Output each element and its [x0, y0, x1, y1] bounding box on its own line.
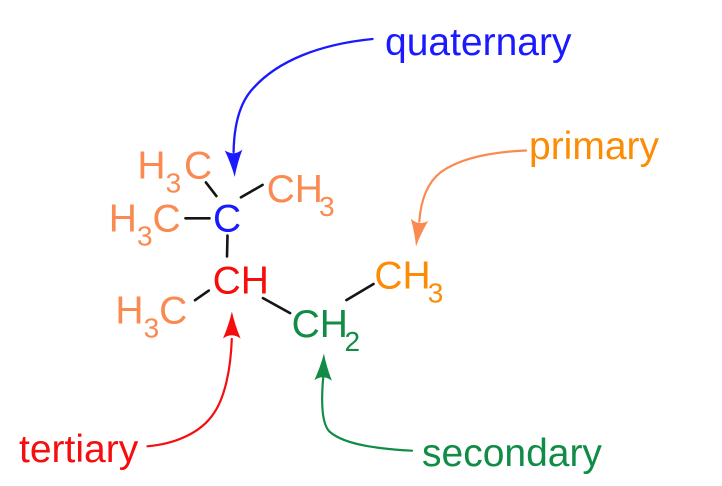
svg-text:quaternary: quaternary	[385, 21, 572, 64]
svg-text:tertiary: tertiary	[19, 428, 139, 471]
svg-text:primary: primary	[529, 125, 660, 168]
svg-text:C: C	[213, 198, 241, 241]
svg-text:secondary: secondary	[422, 432, 602, 475]
svg-text:CH: CH	[213, 260, 269, 303]
